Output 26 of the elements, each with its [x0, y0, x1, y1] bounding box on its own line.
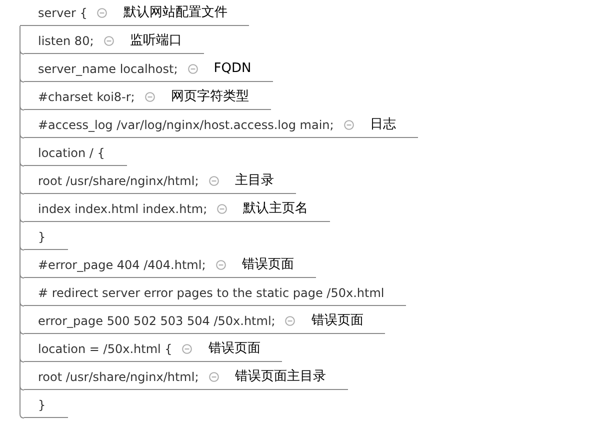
config-line: location / {: [38, 144, 105, 162]
note-text: 错误页面: [242, 256, 294, 274]
config-line: server_name localhost;: [38, 60, 178, 78]
note-text: 日志: [370, 116, 396, 134]
config-line: listen 80;: [38, 32, 94, 50]
config-line: #access_log /var/log/nginx/host.access.log main;: [38, 116, 334, 134]
note-text: 主目录: [234, 172, 274, 190]
config-line: }: [38, 228, 46, 246]
config-line: server {: [38, 4, 88, 22]
config-line: }: [38, 396, 46, 414]
config-line: index index.html index.htm;: [38, 200, 208, 218]
config-line: #charset koi8-r;: [38, 88, 135, 106]
config-line: location = /50x.html {: [38, 340, 172, 358]
config-line: # redirect server error pages to the static page /50x.html: [38, 284, 384, 302]
note-text: 错误页面主目录: [234, 368, 326, 386]
config-line: root /usr/share/nginx/html;: [38, 172, 199, 190]
note-text: 默认主页名: [243, 200, 308, 218]
note-text: 网页字符类型: [170, 88, 249, 106]
config-line: error_page 500 502 503 504 /50x.html;: [38, 312, 276, 330]
note-text: 监听端口: [130, 32, 182, 50]
note-text: FQDN: [214, 60, 252, 78]
config-line: #error_page 404 /404.html;: [38, 256, 206, 274]
config-line: root /usr/share/nginx/html;: [38, 368, 199, 386]
note-text: 错误页面: [208, 340, 260, 358]
note-text: 默认网站配置文件: [123, 4, 228, 22]
note-text: 错误页面: [311, 312, 364, 330]
